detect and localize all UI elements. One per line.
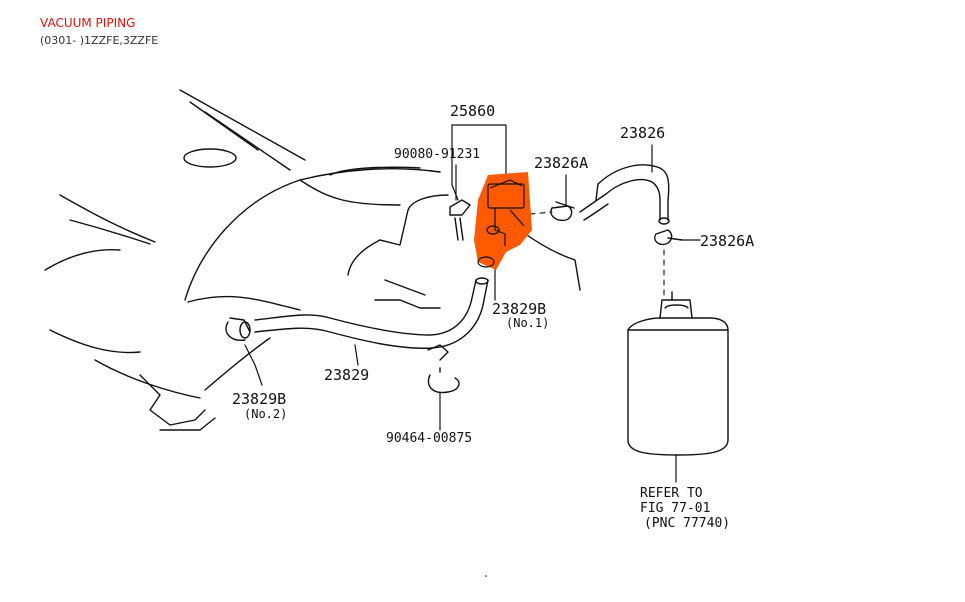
diagram-header: VACUUM PIPING (0301- )1ZZFE,3ZZFE (40, 16, 158, 48)
leader-lines (244, 124, 701, 483)
label-90464-00875[interactable]: 90464-00875 (386, 431, 472, 446)
clamp-23826a-right (654, 229, 683, 246)
bolt-90080-91231 (449, 199, 471, 241)
clamp-90464-00875 (427, 344, 460, 394)
refer-line-1: REFER TO (640, 486, 703, 501)
label-23826[interactable]: 23826 (620, 124, 665, 142)
label-23829b-no2-note: (No.2) (244, 407, 287, 421)
label-25860[interactable]: 25860 (450, 102, 495, 120)
refer-line-2: FIG 77-01 (640, 501, 710, 516)
vsv-25860-highlight[interactable] (474, 172, 532, 270)
label-23829b-no2[interactable]: 23829B (232, 390, 286, 408)
hose-23829 (254, 277, 489, 349)
charcoal-canister (627, 291, 729, 456)
diagram-title: VACUUM PIPING (40, 16, 136, 30)
label-23826a-right[interactable]: 23826A (700, 232, 754, 250)
refer-line-3: (PNC 77740) (644, 516, 730, 531)
label-23826a-top[interactable]: 23826A (534, 154, 588, 172)
hose-23826 (579, 164, 670, 225)
dot-mark (485, 575, 487, 577)
label-23829b-no1-note: (No.1) (506, 316, 549, 330)
engine-outline (44, 89, 441, 431)
dashed-connections (519, 211, 665, 301)
label-90080-91231[interactable]: 90080-91231 (394, 147, 480, 162)
label-23829[interactable]: 23829 (324, 366, 369, 384)
clamp-23829b-no2 (225, 317, 251, 341)
diagram-subtitle: (0301- )1ZZFE,3ZZFE (40, 34, 159, 47)
clamp-23826a-top (550, 201, 575, 222)
label-23829b-no1[interactable]: 23829B (492, 300, 546, 318)
